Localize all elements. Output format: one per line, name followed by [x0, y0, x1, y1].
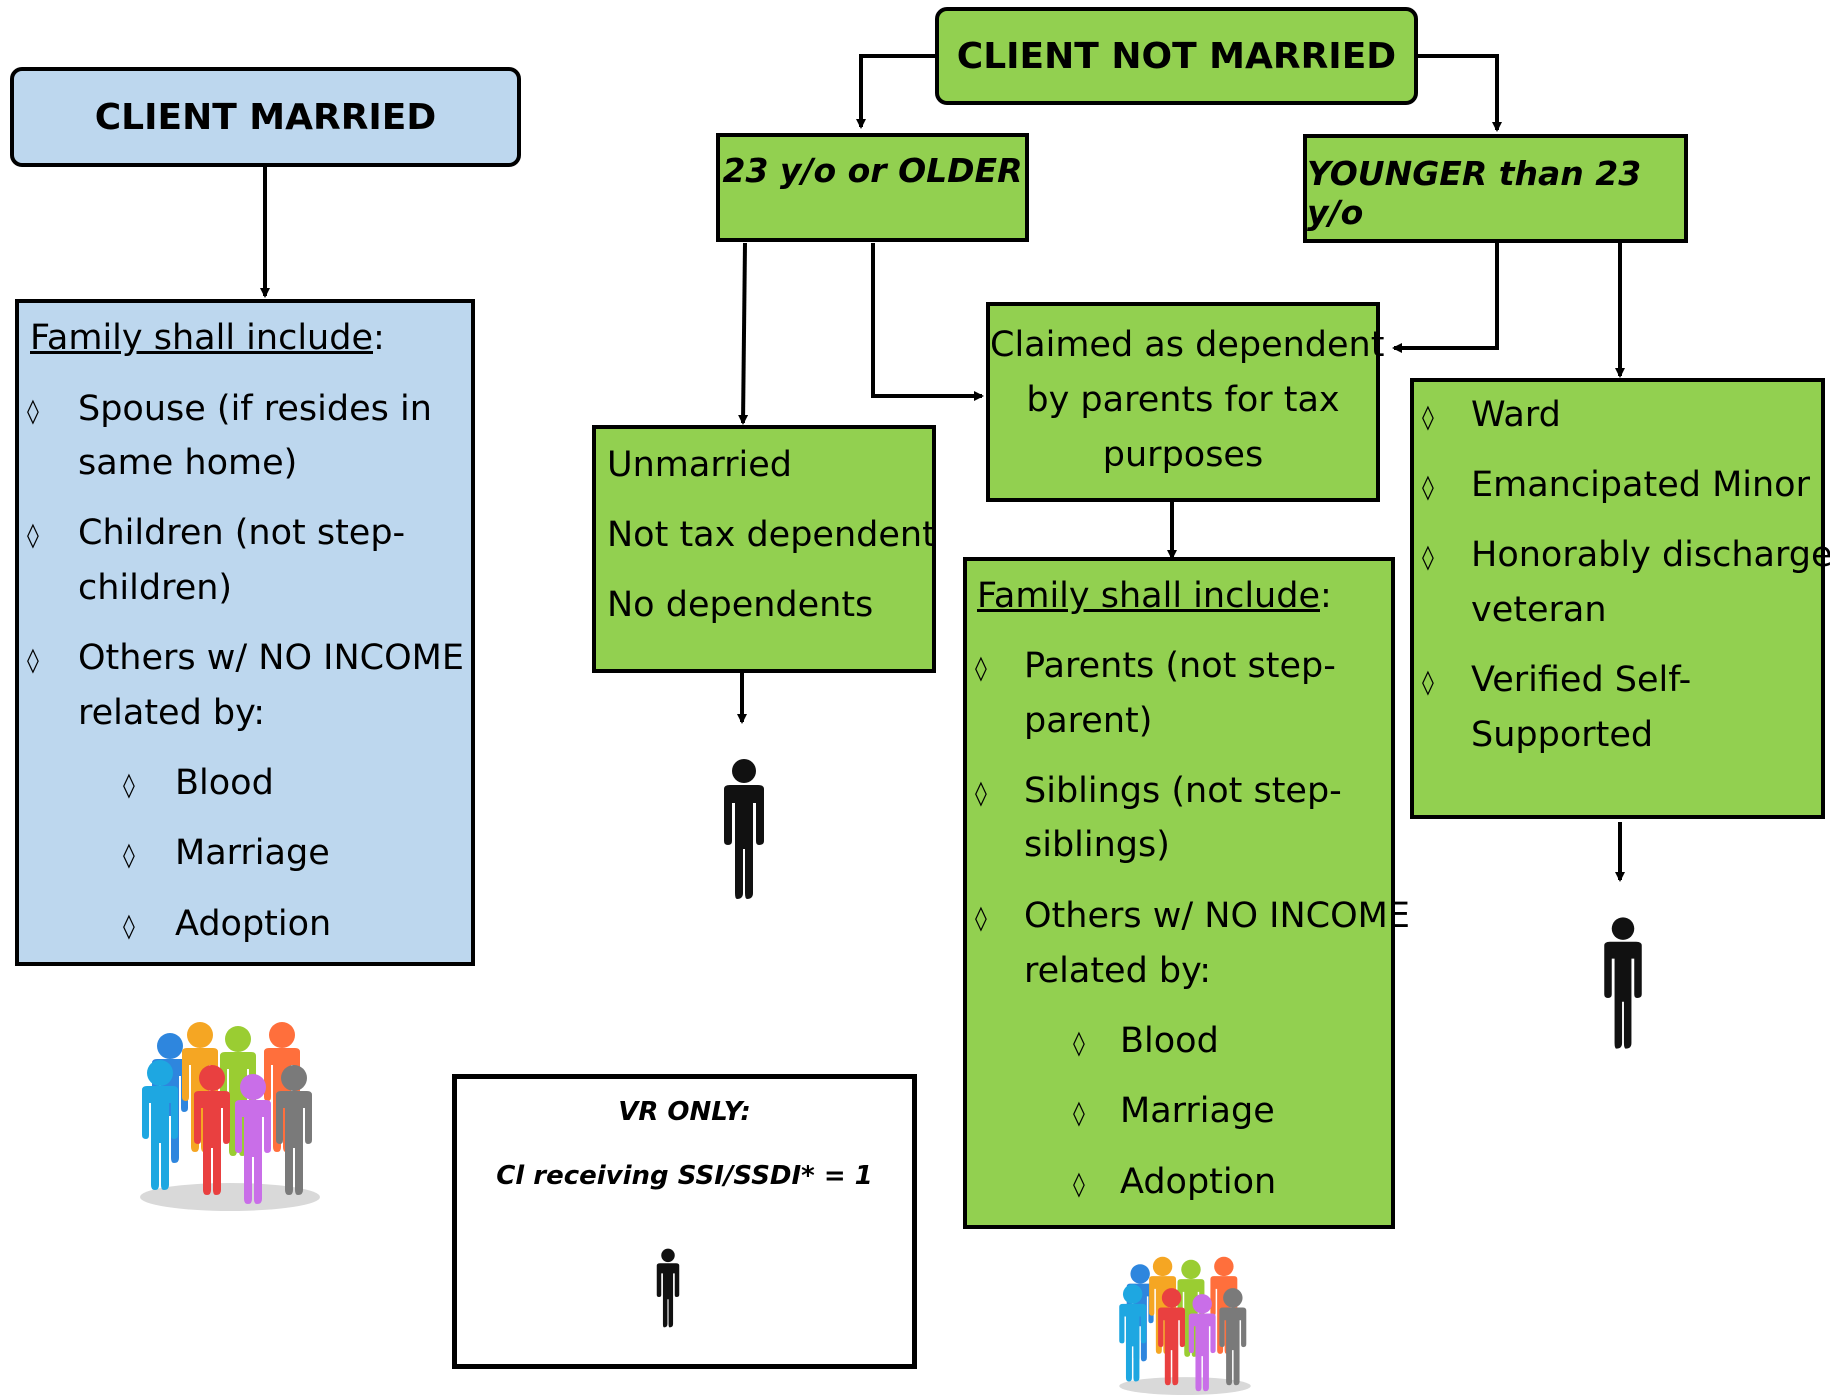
- dependent-line-3: purposes: [1102, 435, 1264, 475]
- married-item-children-line2: children): [78, 568, 233, 608]
- dependent-item-parents-line2: parent): [1024, 701, 1153, 741]
- vr-only-box: VR ONLY: Cl receiving SSI/SSDI* = 1: [452, 1074, 917, 1369]
- married-sub-item-marriage: Marriage: [175, 833, 330, 873]
- married-bullet-diamond: ◊: [27, 397, 39, 425]
- younger-item-ward: Ward: [1471, 395, 1561, 435]
- dependent-sub-item-blood: Blood: [1120, 1021, 1219, 1061]
- older-criteria-box: Unmarried Not tax dependent No dependent…: [592, 425, 936, 673]
- dependent-box: Claimed as dependent by parents for tax …: [986, 302, 1385, 502]
- dependent-item-siblings-line1: Siblings (not step-: [1024, 771, 1342, 811]
- married-item-spouse-line1: Spouse (if resides in: [78, 389, 432, 429]
- married-sub-item-blood: Blood: [175, 763, 274, 803]
- younger-bullet-diamond: ◊: [1422, 668, 1434, 696]
- married-sub-bullet-diamond: ◊: [123, 771, 135, 799]
- client-married-header: CLIENT MARRIED: [10, 67, 521, 167]
- dependent-item-siblings-line2: siblings): [1024, 825, 1170, 865]
- older-branch-label: 23 y/o or OLDER: [722, 151, 1023, 190]
- dependent-family-box: Family shall include: ◊ Parents (not ste…: [963, 557, 1410, 1229]
- younger-branch-header: YOUNGER than 23 y/o: [1303, 134, 1688, 243]
- younger-bullet-diamond: ◊: [1422, 403, 1434, 431]
- dependent-line-2: by parents for tax: [1026, 380, 1340, 420]
- older-branch-header: 23 y/o or OLDER: [716, 133, 1029, 242]
- married-item-others-line1: Others w/ NO INCOME: [78, 638, 464, 678]
- married-family-box: Family shall include: ◊ Spouse (if resid…: [15, 299, 475, 966]
- people-group-icon: [1119, 1256, 1251, 1395]
- younger-item-selfsupported-line1: Verified Self-: [1471, 660, 1692, 700]
- married-item-spouse-line2: same home): [78, 443, 298, 483]
- dependent-bullet-diamond: ◊: [975, 654, 987, 682]
- married-sub-bullet-diamond: ◊: [123, 912, 135, 940]
- person-icon: [1604, 917, 1642, 1049]
- person-icon: [656, 1248, 680, 1328]
- married-family-heading: Family shall include:: [30, 311, 385, 366]
- older-criteria-not-tax-dependent: Not tax dependent: [607, 515, 936, 555]
- dependent-family-heading: Family shall include:: [977, 569, 1332, 624]
- person-icon: [724, 759, 764, 899]
- dependent-sub-bullet-diamond: ◊: [1073, 1170, 1085, 1198]
- people-group-icon: [140, 1022, 320, 1211]
- client-married-title: CLIENT MARRIED: [94, 96, 437, 138]
- dependent-sub-item-adoption: Adoption: [1120, 1162, 1277, 1202]
- dependent-item-parents-line1: Parents (not step-: [1024, 646, 1336, 686]
- dependent-sub-bullet-diamond: ◊: [1073, 1099, 1085, 1127]
- dependent-bullet-diamond: ◊: [975, 779, 987, 807]
- dependent-item-others-line1: Others w/ NO INCOME: [1024, 896, 1410, 936]
- younger-item-veteran-line1: Honorably discharged: [1471, 535, 1830, 575]
- older-criteria-no-dependents: No dependents: [607, 585, 874, 625]
- dependent-family-heading-colon: :: [1320, 576, 1332, 616]
- younger-bullet-diamond: ◊: [1422, 543, 1434, 571]
- married-sub-item-adoption: Adoption: [175, 904, 332, 944]
- dependent-family-heading-text: Family shall include: [977, 576, 1320, 616]
- married-bullet-diamond: ◊: [27, 646, 39, 674]
- married-bullet-diamond: ◊: [27, 521, 39, 549]
- married-family-heading-colon: :: [373, 318, 385, 358]
- younger-item-emancipated: Emancipated Minor: [1471, 465, 1810, 505]
- dependent-bullet-diamond: ◊: [975, 904, 987, 932]
- married-sub-bullet-diamond: ◊: [123, 841, 135, 869]
- younger-branch-label: YOUNGER than 23 y/o: [1307, 154, 1642, 232]
- client-not-married-header: CLIENT NOT MARRIED: [935, 7, 1418, 105]
- younger-bullet-diamond: ◊: [1422, 473, 1434, 501]
- married-item-others-line2: related by:: [78, 693, 266, 733]
- dependent-item-others-line2: related by:: [1024, 951, 1212, 991]
- dependent-sub-bullet-diamond: ◊: [1073, 1029, 1085, 1057]
- younger-item-veteran-line2: veteran: [1471, 590, 1607, 630]
- married-family-heading-text: Family shall include: [30, 318, 373, 358]
- client-not-married-title: CLIENT NOT MARRIED: [956, 35, 1397, 77]
- dependent-sub-item-marriage: Marriage: [1120, 1091, 1275, 1131]
- dependent-line-1: Claimed as dependent: [990, 325, 1385, 365]
- older-criteria-unmarried: Unmarried: [607, 445, 792, 485]
- vr-only-title: VR ONLY:: [618, 1097, 751, 1127]
- younger-criteria-box: ◊ Ward ◊ Emancipated Minor ◊ Honorably d…: [1410, 378, 1830, 819]
- vr-only-ssi-line: Cl receiving SSI/SSDI* = 1: [496, 1161, 873, 1191]
- married-item-children-line1: Children (not step-: [78, 513, 406, 553]
- younger-item-selfsupported-line2: Supported: [1471, 715, 1654, 755]
